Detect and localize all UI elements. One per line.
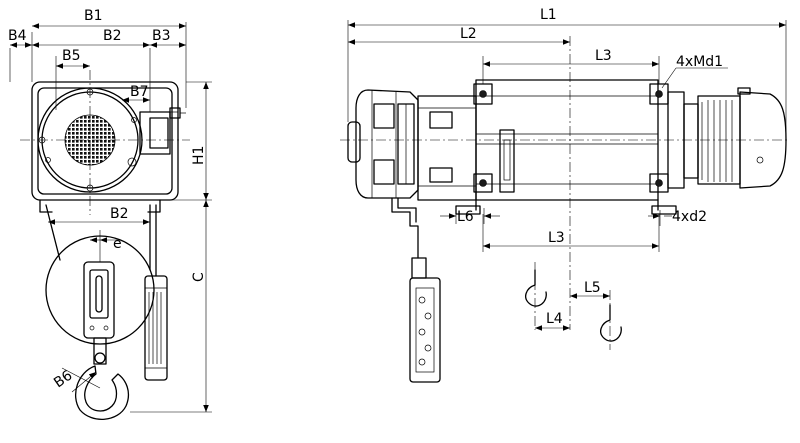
label-b5: B5 (62, 48, 81, 64)
label-l3-bottom: L3 (548, 230, 565, 246)
label-b6: B6 (51, 367, 75, 391)
front-view: B1 B4 B2 B3 B5 B7 H1 B2 e C B6 (8, 8, 212, 420)
label-b4: B4 (8, 28, 27, 44)
label-b3: B3 (152, 28, 171, 44)
label-4xmd1: 4xMd1 (676, 54, 723, 70)
label-b2-mid: B2 (110, 206, 129, 222)
label-4xd2: 4xd2 (672, 209, 707, 225)
side-view: L1 L2 L3 4xMd1 L6 4xd2 L3 L5 L4 (340, 7, 790, 383)
label-l4: L4 (546, 311, 563, 327)
label-b1: B1 (84, 8, 103, 24)
drum-mesh (64, 114, 116, 166)
label-l1: L1 (540, 7, 557, 23)
label-l6: L6 (457, 209, 474, 225)
label-h1: H1 (191, 146, 207, 165)
label-l3-top: L3 (595, 48, 612, 64)
label-b7: B7 (130, 84, 149, 100)
label-c: C (191, 272, 207, 282)
label-l2: L2 (460, 26, 477, 42)
label-e: e (113, 236, 122, 252)
label-b2-top: B2 (103, 28, 122, 44)
label-l5: L5 (584, 280, 601, 296)
